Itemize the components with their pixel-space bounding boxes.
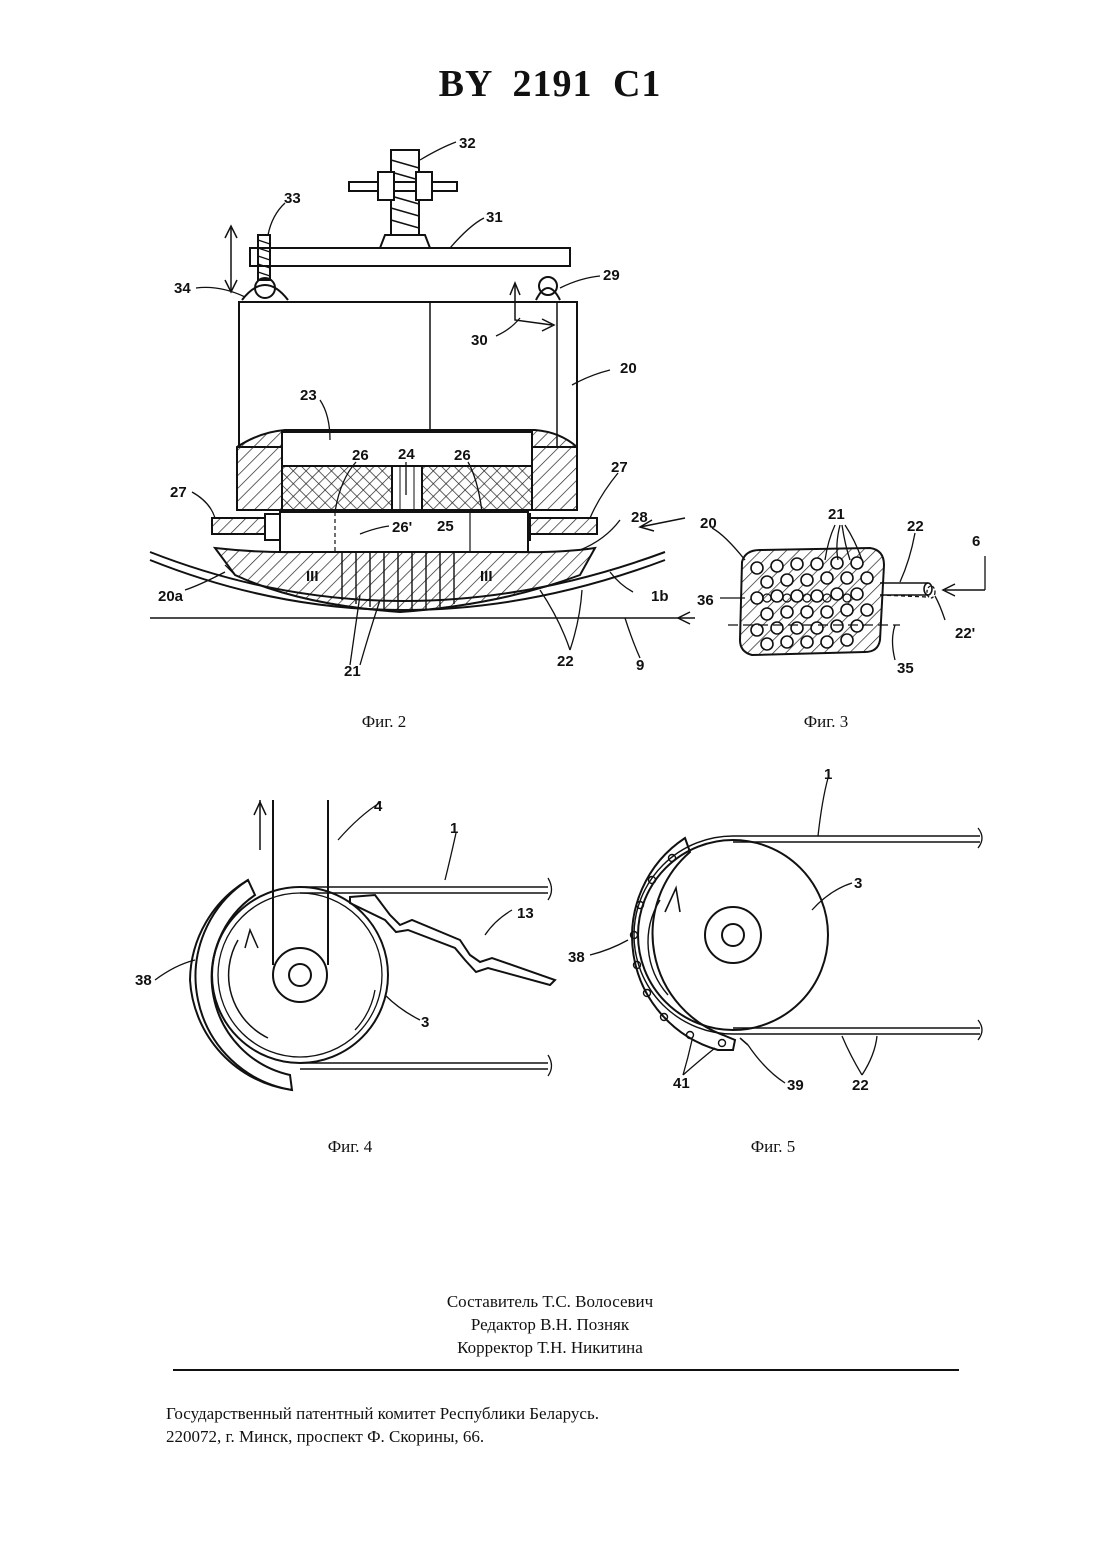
editor-line: Редактор В.Н. Позняк: [0, 1313, 1100, 1336]
fig2-label-26-left: 26: [352, 447, 369, 464]
screw-32: [391, 150, 419, 235]
credits-block: Составитель Т.С. Волосевич Редактор В.Н.…: [0, 1290, 1100, 1359]
fig2-label-26-prime: 26': [392, 519, 412, 536]
figure-5: [590, 778, 982, 1083]
fig3-label-36: 36: [697, 592, 714, 609]
fig2-label-27-right: 27: [611, 459, 628, 476]
fig2-label-22: 22: [557, 653, 574, 670]
fig2-label-32: 32: [459, 135, 476, 152]
compiler-line: Составитель Т.С. Волосевич: [0, 1290, 1100, 1313]
fig2-label-20: 20: [620, 360, 637, 377]
fig2-label-25: 25: [437, 518, 454, 535]
fig4-label-4: 4: [374, 798, 383, 815]
publisher-footer: Государственный патентный комитет Респуб…: [166, 1402, 599, 1448]
fig3-label-35: 35: [897, 660, 914, 677]
corrector-line: Корректор Т.Н. Никитина: [0, 1336, 1100, 1359]
figure-4: [155, 800, 555, 1090]
fig4-label-1: 1: [450, 820, 458, 837]
fig5-caption: Фиг. 5: [693, 1137, 853, 1157]
fig2-caption: Фиг. 2: [304, 712, 464, 732]
fig2-label-31: 31: [486, 209, 503, 226]
fig4-label-3: 3: [421, 1014, 429, 1031]
fig5-label-41: 41: [673, 1075, 690, 1092]
fig3-label-22-prime: 22': [955, 625, 975, 642]
fig4-caption: Фиг. 4: [270, 1137, 430, 1157]
fig5-label-1: 1: [824, 766, 832, 783]
fig2-label-29: 29: [603, 267, 620, 284]
fig2-label-21: 21: [344, 663, 361, 680]
publisher-name: Государственный патентный комитет Респуб…: [166, 1402, 599, 1425]
fig2-label-20a: 20a: [158, 588, 184, 605]
fig2-label-1b: 1b: [651, 588, 669, 605]
fig2-label-9: 9: [636, 657, 644, 674]
fig4-label-38: 38: [135, 972, 152, 989]
fig2-label-30: 30: [471, 332, 488, 349]
fig2-label-23: 23: [300, 387, 317, 404]
fig3-label-22: 22: [907, 518, 924, 535]
figure-2: [150, 142, 695, 665]
fig2-label-26-right: 26: [454, 447, 471, 464]
fig2-label-III-left: III: [306, 568, 319, 585]
fig2-label-33: 33: [284, 190, 301, 207]
fig4-label-13: 13: [517, 905, 534, 922]
fig3-caption: Фиг. 3: [746, 712, 906, 732]
bar-31: [250, 248, 570, 266]
fig3-label-6: 6: [972, 533, 980, 550]
fig5-label-38: 38: [568, 949, 585, 966]
publisher-address: 220072, г. Минск, проспект Ф. Скорины, 6…: [166, 1425, 599, 1448]
fig5-label-3: 3: [854, 875, 862, 892]
fig3-label-20: 20: [700, 515, 717, 532]
fig5-label-22: 22: [852, 1077, 869, 1094]
fig5-label-39: 39: [787, 1077, 804, 1094]
fig2-label-24: 24: [398, 446, 415, 463]
fig2-label-34: 34: [174, 280, 191, 297]
fig3-label-21: 21: [828, 506, 845, 523]
fig2-label-27-left: 27: [170, 484, 187, 501]
figure-3: [712, 525, 985, 660]
fig2-label-28: 28: [631, 509, 648, 526]
divider: [173, 1369, 959, 1371]
fig2-label-III-right: III: [480, 568, 493, 585]
housing-20: [239, 302, 577, 447]
figure-4-labels: 4 1 13 38 3: [135, 798, 534, 1031]
